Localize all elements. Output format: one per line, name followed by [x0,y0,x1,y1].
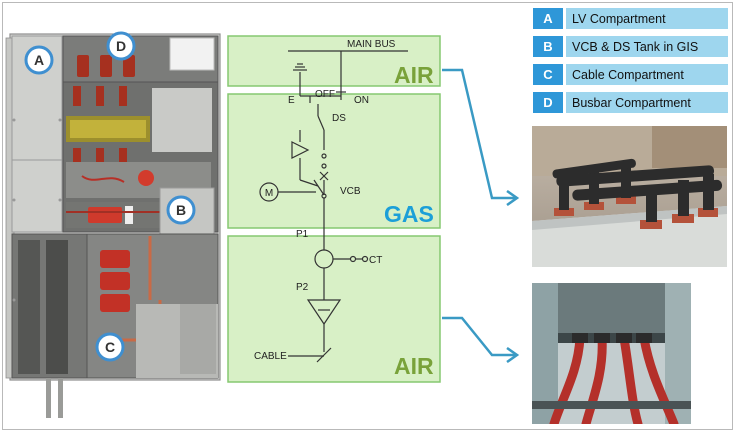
label-on: ON [354,95,369,106]
marker-b-label: B [176,202,186,218]
legend-label-a: LV Compartment [566,8,728,29]
single-line-wiring [259,50,408,363]
arrow-to-cable-photo [442,316,520,364]
label-earth: E [288,95,295,106]
marker-d-label: D [116,38,126,54]
busbar-photo-image [532,126,727,267]
label-vcb: VCB [340,186,361,197]
zone-air-bottom-label: AIR [394,353,434,379]
label-main-bus: MAIN BUS [347,39,396,50]
label-motor: M [265,188,273,199]
outer-frame [2,2,733,430]
label-p2: P2 [296,282,309,293]
label-p1: P1 [296,229,309,240]
busbar-photo [532,126,727,267]
legend-badge-c: C [533,64,563,85]
legend-badge-b: B [533,36,563,57]
label-cable: CABLE [254,351,287,362]
arrow-to-busbar-photo [442,68,520,207]
label-ds: DS [332,113,346,124]
marker-c-label: C [105,339,115,355]
legend-item-a: A LV Compartment [533,8,728,29]
legend-label-c: Cable Compartment [566,64,728,85]
marker-a: A [24,45,54,75]
marker-c: C [95,332,125,362]
zone-air-top-label: AIR [394,62,434,88]
marker-b: B [166,195,196,225]
cable-photo-image [532,283,691,424]
zone-gas [227,93,441,229]
cable-photo [532,283,691,424]
legend-item-d: D Busbar Compartment [533,92,728,113]
legend-label-d: Busbar Compartment [566,92,728,113]
zone-air-top [227,35,441,87]
zone-gas-label: GAS [384,201,434,227]
legend-item-b: B VCB & DS Tank in GIS [533,36,728,57]
label-ct: CT [369,255,382,266]
marker-a-label: A [34,52,44,68]
legend-label-b: VCB & DS Tank in GIS [566,36,728,57]
switchgear-cabinet [5,33,221,418]
legend-item-c: C Cable Compartment [533,64,728,85]
label-off: OFF [315,89,335,100]
legend-badge-a: A [533,8,563,29]
legend-badge-d: D [533,92,563,113]
marker-d: D [106,31,136,61]
